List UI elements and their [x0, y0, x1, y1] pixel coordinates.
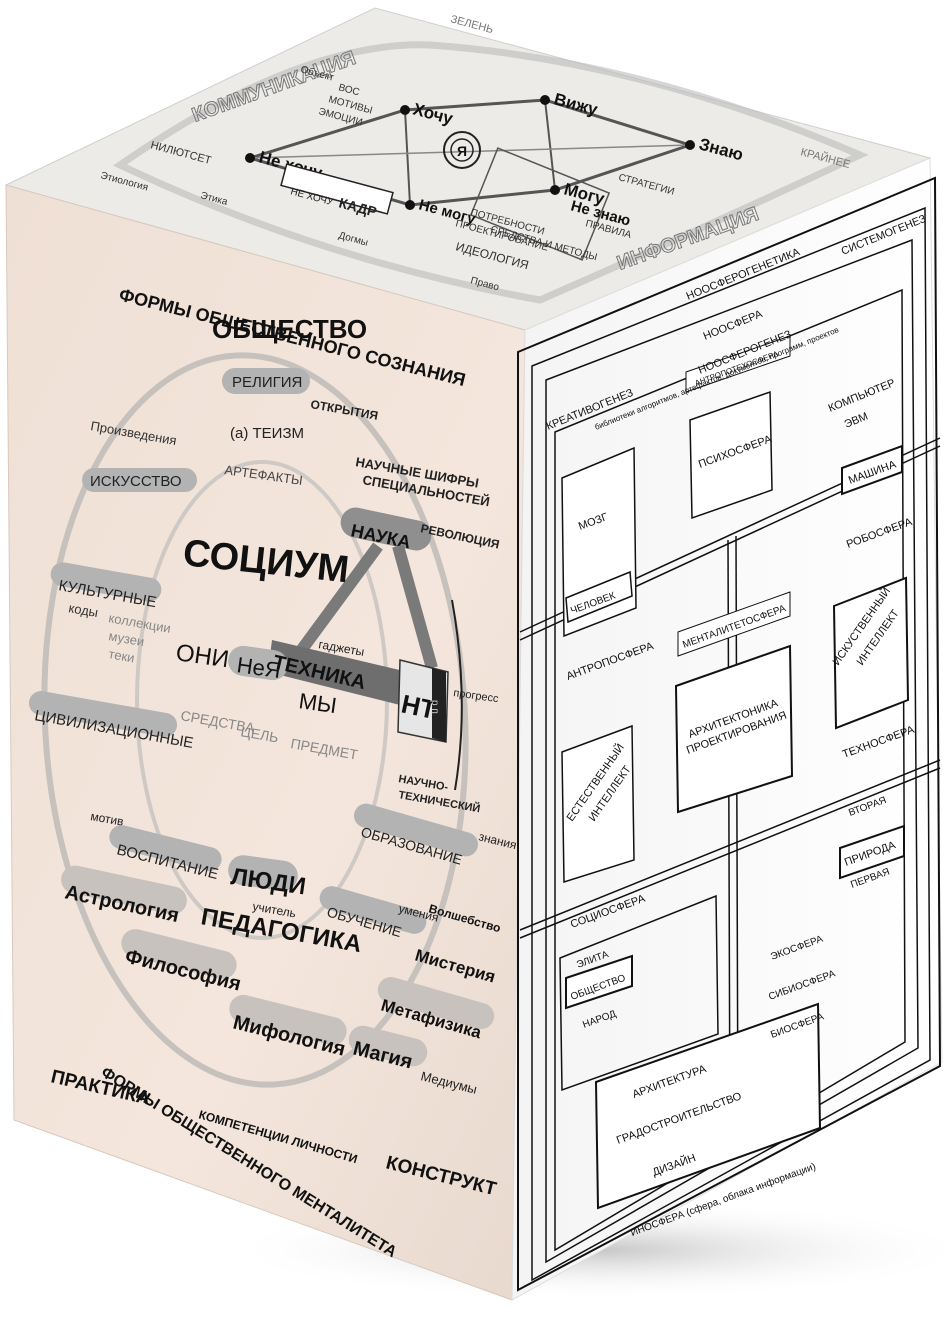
box-priroda — [839, 824, 905, 880]
top-route-cross-2 — [544, 99, 556, 191]
label-teki: теки — [107, 646, 135, 665]
box-mashina — [841, 444, 903, 496]
label-teizm: (а) ТЕИЗМ — [230, 425, 304, 442]
box-arkhitektonika — [674, 644, 794, 814]
neya: НеЯ — [235, 652, 282, 683]
node-ya: Я — [457, 143, 467, 159]
pill-kulturnye — [50, 562, 162, 602]
node-dot-vizhu — [540, 95, 550, 105]
top-route-cross-3 — [249, 144, 691, 159]
progress-arc — [451, 599, 463, 791]
box-mentalitetosfera — [677, 591, 791, 657]
box-arkhitektura — [594, 1002, 822, 1210]
pill-magiya — [348, 1025, 428, 1067]
pill-mifologiya — [229, 994, 347, 1046]
pill-obuchenie — [319, 886, 427, 934]
pill-lyudi — [228, 855, 298, 891]
h-axis2-bot — [519, 767, 941, 939]
nt: НТ — [399, 689, 439, 726]
pill-nauka — [340, 507, 432, 551]
pill-tsivilizatsionnye — [28, 691, 178, 737]
pill-religiya-label: РЕЛИГИЯ — [232, 374, 302, 391]
ya-circle — [443, 131, 481, 169]
pill-iskusstvo — [82, 468, 197, 492]
tri-right — [392, 544, 438, 670]
label-muzei: музеи — [107, 628, 145, 649]
pill-neya — [228, 645, 288, 681]
tri-left — [295, 542, 383, 656]
node-dot-ne-hochu — [245, 153, 255, 163]
top-route-box — [469, 147, 611, 261]
top-route-outer — [113, 41, 869, 304]
node-dot-ne-mogu — [405, 200, 415, 210]
frame-3 — [545, 238, 919, 1264]
box-iskusstvennyy — [832, 576, 910, 730]
pill-obrazovanie — [354, 803, 478, 857]
node-dot-znayu — [685, 140, 695, 150]
pill-filosofiya — [121, 929, 237, 979]
node-dot-mogu — [550, 185, 560, 195]
label-tp: р п — [429, 700, 440, 714]
obshchestvo-heading: ОБЩЕСТВО — [212, 314, 367, 344]
node-dot-hochu — [400, 105, 410, 115]
box-elita-narod — [559, 894, 719, 1092]
ya-circle-inner — [450, 138, 474, 162]
my: МЫ — [297, 688, 338, 718]
frame-outer — [517, 176, 942, 1292]
label-tsel: ЦЕЛЬ — [239, 723, 279, 745]
label-vos: ВОС — [337, 82, 360, 98]
label-motiv: мотив — [89, 809, 124, 829]
box-psikhosfera — [689, 390, 773, 520]
pill-astrologiya — [61, 865, 187, 915]
pill-iskusstvo-label: ИСКУССТВО — [90, 473, 182, 490]
box-ne-hochu-kadr — [280, 163, 394, 215]
right-face: НООСФЕРОГЕНЕТИКА СИСТЕМОГЕНЕЗ НООСФЕРА Н… — [511, 157, 943, 1301]
top-route-cross-1 — [404, 109, 411, 206]
nt-block-side — [432, 668, 446, 742]
label-kody: коды — [67, 600, 99, 620]
frame-2 — [531, 206, 931, 1282]
pill-metafizika — [377, 977, 495, 1029]
box-chelovek — [565, 570, 633, 624]
box-antropotekhosfera — [685, 335, 791, 393]
outer-ring — [41, 352, 469, 1088]
box-estestvennyy — [561, 724, 635, 884]
tekhnika-bar — [268, 640, 408, 706]
pill-religiya — [222, 368, 310, 394]
pill-vospitanie — [109, 825, 222, 872]
h-axis2-top — [519, 759, 941, 931]
left-face: ФОРМЫ ОБЩЕСТВЕННОГО СОЗНАНИЯ ОБЩЕСТВО РЕ… — [5, 184, 526, 1301]
box-obshchestvo — [565, 954, 633, 1010]
